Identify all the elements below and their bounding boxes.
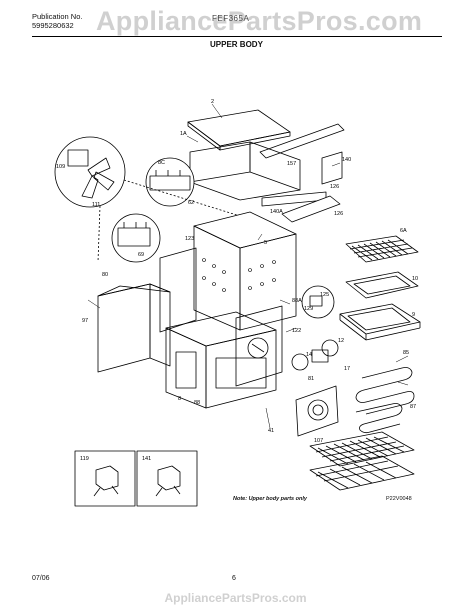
- callout-122: 122: [292, 328, 301, 334]
- callout-87: 87: [410, 404, 416, 410]
- upper-frame: [189, 141, 301, 201]
- page-number: 6: [232, 575, 236, 582]
- parts-note: Note: Upper body parts only: [233, 496, 307, 502]
- bottom-watermark: AppliancePartsPros.com: [164, 591, 307, 605]
- publication-label: Publication No.: [32, 12, 83, 21]
- vent-panel: [321, 151, 343, 185]
- callout-85: 85: [403, 350, 409, 356]
- callout-8: 8: [178, 396, 181, 402]
- publication-number: 5995280632: [32, 21, 74, 30]
- light-detail: [301, 285, 335, 319]
- figure-code: P22V0048: [386, 496, 412, 502]
- callout-81: 81: [308, 376, 314, 382]
- top-panel: [187, 109, 291, 151]
- callout-12: 12: [338, 338, 344, 344]
- callout-10: 10: [412, 276, 418, 282]
- callout-9: 9: [412, 312, 415, 318]
- inset-141: [136, 450, 198, 507]
- inset-119: [74, 450, 136, 507]
- watermark: AppliancePartsPros.com: [96, 6, 423, 36]
- model-number: FEF365A: [212, 14, 250, 23]
- callout-111: 111: [92, 202, 100, 208]
- callout-88a: 88A: [292, 298, 302, 304]
- broil-grid: [345, 235, 419, 263]
- callout-80: 80: [102, 272, 108, 278]
- convection-motor-detail: [54, 136, 126, 208]
- section-title: UPPER BODY: [210, 40, 263, 49]
- callout-126b: 126: [334, 211, 343, 217]
- oven-rack: [309, 431, 415, 467]
- callout-140: 140: [342, 157, 351, 163]
- callout-6a: 6A: [400, 228, 407, 234]
- convection-fan: [291, 339, 339, 371]
- callout-109: 109: [56, 164, 65, 170]
- callout-129: 129: [304, 306, 313, 312]
- callout-123: 123: [185, 236, 194, 242]
- side-insulation: [159, 247, 197, 333]
- callout-41: 41: [268, 428, 274, 434]
- fan-cover: [295, 385, 339, 437]
- publication-date: 07/06: [32, 575, 50, 582]
- oven-cavity: [193, 211, 297, 331]
- callout-5: 5: [264, 240, 267, 246]
- callout-119: 119: [80, 456, 89, 462]
- callout-8c: 8C: [158, 160, 165, 166]
- oven-rack-lower: [309, 455, 415, 491]
- callout-140a: 140A: [270, 209, 283, 215]
- broil-pan: [339, 303, 421, 341]
- control-board: [281, 195, 341, 223]
- callout-107: 107: [314, 438, 323, 444]
- callout-88: 88: [194, 400, 200, 406]
- bake-element: [355, 403, 403, 434]
- front-frame: [165, 311, 277, 409]
- terminal-detail: [111, 213, 161, 263]
- callout-97: 97: [82, 318, 88, 324]
- broil-element: [355, 367, 415, 415]
- callout-141: 141: [142, 456, 151, 462]
- callout-126a: 126: [330, 184, 339, 190]
- callout-14: 14: [306, 352, 312, 358]
- callout-1a: 1A: [180, 131, 187, 137]
- broil-insert: [345, 271, 419, 299]
- header-rule: [32, 36, 442, 37]
- side-panel: [97, 283, 171, 373]
- callout-69: 69: [138, 252, 144, 258]
- callout-62: 62: [188, 200, 194, 206]
- callout-125: 125: [320, 292, 329, 298]
- callout-17: 17: [344, 366, 350, 372]
- trim-strip: [259, 123, 345, 159]
- callout-2: 2: [211, 99, 214, 105]
- cooling-fan-detail: [145, 157, 195, 207]
- callout-157: 157: [287, 161, 296, 167]
- back-wall: [235, 305, 283, 387]
